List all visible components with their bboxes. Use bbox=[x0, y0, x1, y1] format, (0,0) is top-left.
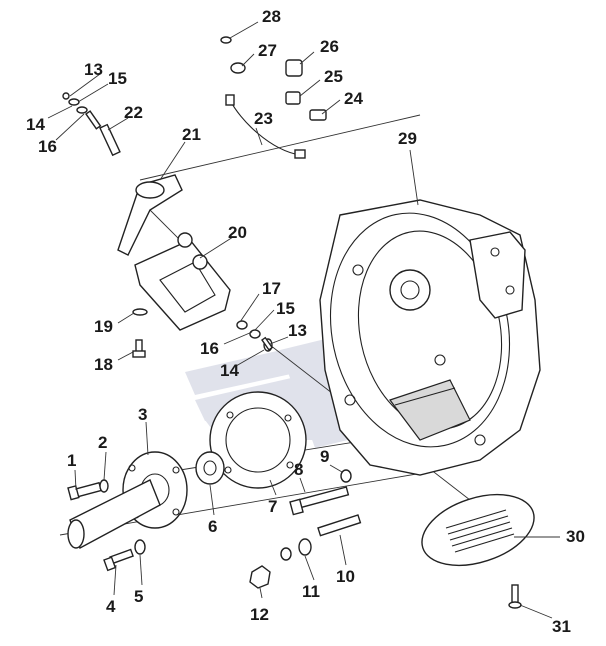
callout-9: 9 bbox=[320, 447, 329, 466]
callout-7: 7 bbox=[268, 497, 277, 516]
clutch-housing bbox=[319, 199, 541, 476]
stud-10 bbox=[317, 514, 362, 537]
fitting-24 bbox=[309, 109, 327, 121]
callout-10: 10 bbox=[336, 567, 355, 586]
bolt-8 bbox=[289, 486, 350, 516]
callout-17: 17 bbox=[262, 279, 281, 298]
fitting-26 bbox=[285, 59, 303, 77]
leader-lines bbox=[47, 21, 560, 619]
flange-shaft bbox=[67, 451, 188, 550]
cover-plate bbox=[421, 493, 535, 567]
callout-25: 25 bbox=[324, 67, 343, 86]
callout-31: 31 bbox=[552, 617, 571, 636]
nut-27 bbox=[230, 62, 246, 74]
callout-28: 28 bbox=[262, 7, 281, 26]
callout-6: 6 bbox=[208, 517, 217, 536]
gasket bbox=[209, 391, 307, 489]
callout-1: 1 bbox=[67, 451, 76, 470]
washer-19 bbox=[132, 308, 148, 316]
release-lever bbox=[117, 174, 183, 256]
washer-11 bbox=[280, 538, 312, 561]
washer-9 bbox=[340, 469, 352, 483]
callout-22: 22 bbox=[124, 103, 143, 122]
bolt-4 bbox=[103, 548, 134, 572]
callout-labels: 1 2 3 4 5 6 7 8 9 10 11 12 13 13 14 14 1… bbox=[26, 7, 585, 636]
bolt-18 bbox=[132, 339, 146, 358]
callout-16a: 16 bbox=[38, 137, 57, 156]
screw-31 bbox=[508, 584, 522, 609]
callout-26: 26 bbox=[320, 37, 339, 56]
callout-24: 24 bbox=[344, 89, 363, 108]
small-parts-mid bbox=[236, 320, 274, 352]
callout-19: 19 bbox=[94, 317, 113, 336]
callout-18: 18 bbox=[94, 355, 113, 374]
washer-2 bbox=[99, 479, 109, 493]
washer-5 bbox=[134, 539, 146, 555]
callout-20: 20 bbox=[228, 223, 247, 242]
callout-8: 8 bbox=[294, 460, 303, 479]
callout-13b: 13 bbox=[288, 321, 307, 340]
callout-5: 5 bbox=[134, 587, 143, 606]
callout-29: 29 bbox=[398, 129, 417, 148]
callout-2: 2 bbox=[98, 433, 107, 452]
callout-3: 3 bbox=[138, 405, 147, 424]
washer bbox=[195, 451, 225, 485]
callout-12: 12 bbox=[250, 605, 269, 624]
callout-15b: 15 bbox=[276, 299, 295, 318]
pin bbox=[99, 123, 121, 157]
small-parts-top bbox=[62, 92, 102, 130]
bolt-1 bbox=[67, 481, 102, 501]
callout-21: 21 bbox=[182, 125, 201, 144]
callout-14b: 14 bbox=[220, 361, 239, 380]
bracket bbox=[134, 232, 231, 331]
callout-30: 30 bbox=[566, 527, 585, 546]
ring-28 bbox=[220, 36, 232, 44]
callout-27: 27 bbox=[258, 41, 277, 60]
callout-15a: 15 bbox=[108, 69, 127, 88]
callout-4: 4 bbox=[106, 597, 116, 616]
callout-11: 11 bbox=[302, 582, 320, 601]
nut-12 bbox=[249, 565, 271, 589]
callout-13a: 13 bbox=[84, 60, 103, 79]
callout-23: 23 bbox=[254, 109, 273, 128]
callout-16b: 16 bbox=[200, 339, 219, 358]
fitting-25 bbox=[285, 91, 301, 105]
callout-14a: 14 bbox=[26, 115, 45, 134]
